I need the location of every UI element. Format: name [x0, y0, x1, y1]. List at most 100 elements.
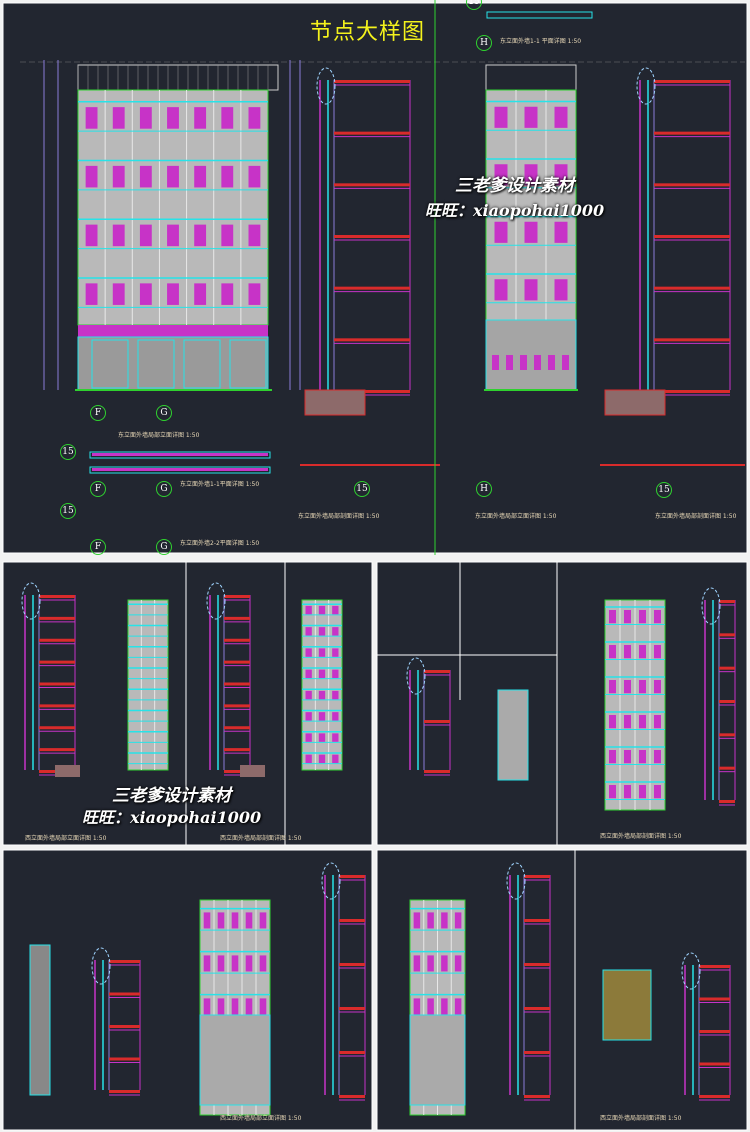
plan-wall	[89, 466, 271, 474]
magenta-box	[548, 355, 555, 370]
magenta-box	[305, 605, 312, 615]
magenta-box	[245, 955, 253, 972]
floor-slab	[699, 997, 730, 1001]
label-small-5: 西立面外墙局部剖面详图 1:50	[600, 1115, 682, 1122]
floor-slab	[654, 390, 730, 393]
door-frame	[91, 339, 129, 389]
label-plan-2-2: 东立面外墙2-2平面详图 1:50	[180, 540, 260, 547]
magenta-box	[248, 107, 261, 129]
magenta-box	[494, 106, 508, 128]
grid-bubble-g: G	[156, 405, 172, 421]
magenta-box	[221, 107, 234, 129]
plan-wall-top	[486, 11, 593, 19]
door-frame	[183, 339, 221, 389]
magenta-box	[217, 955, 225, 972]
floor-slab	[339, 875, 365, 878]
magenta-box	[454, 955, 462, 972]
floor-slab	[524, 1051, 550, 1054]
elevation-small	[497, 689, 529, 781]
storefront	[409, 1014, 466, 1106]
storefront	[199, 1014, 271, 1106]
detail-callout	[681, 952, 701, 990]
floor-slab	[654, 183, 730, 187]
label-plan-1-1: 东立面外墙1-1平面详图 1:50	[180, 481, 260, 488]
magenta-box	[524, 279, 538, 301]
magenta-box	[259, 955, 267, 972]
plan-fill	[92, 453, 268, 456]
floor-slab	[224, 595, 250, 598]
magenta-box	[112, 283, 125, 305]
magenta-box	[624, 645, 631, 659]
magenta-box	[554, 164, 568, 186]
floor-slab	[334, 80, 410, 83]
floor-slab	[524, 1007, 550, 1010]
magenta-box	[217, 912, 225, 929]
magenta-box	[221, 224, 234, 247]
sheet-panel	[2, 849, 373, 1131]
magenta-box	[494, 221, 508, 243]
floor-slab	[334, 131, 410, 135]
magenta-box	[609, 645, 616, 659]
magenta-box	[524, 221, 538, 243]
magenta-box	[139, 283, 152, 305]
floor-slab	[654, 131, 730, 135]
magenta-box	[167, 283, 179, 305]
floor-slab	[334, 390, 410, 393]
magenta-box	[454, 998, 462, 1015]
magenta-box	[654, 785, 661, 799]
storefront	[77, 336, 269, 391]
magenta-box	[221, 165, 234, 188]
floor-slab	[109, 1025, 140, 1028]
magenta-box	[318, 733, 326, 742]
magenta-box	[85, 224, 98, 247]
magenta-box	[85, 107, 98, 129]
magenta-box	[305, 690, 312, 700]
grid-bubble-15: 15	[60, 444, 76, 460]
floor-slab	[719, 733, 735, 737]
magenta-box	[639, 645, 646, 659]
magenta-box	[139, 224, 152, 247]
magenta-box	[248, 224, 261, 247]
elevation-narrow	[29, 944, 51, 1096]
magenta-box	[85, 283, 98, 305]
floor-slab	[109, 1057, 140, 1061]
floor-slab	[224, 704, 250, 708]
magenta-box	[231, 912, 239, 929]
floor-slab	[224, 770, 250, 773]
floor-slab	[109, 992, 140, 996]
magenta-box	[221, 283, 234, 305]
magenta-box	[624, 785, 631, 799]
magenta-box	[609, 750, 616, 764]
floor-slab	[699, 965, 730, 968]
grid-bubble-h: H	[476, 481, 492, 497]
magenta-box	[494, 279, 508, 301]
magenta-box	[441, 998, 448, 1015]
magenta-box	[112, 107, 125, 129]
magenta-box	[427, 998, 434, 1015]
magenta-box	[609, 680, 616, 694]
label-elevation-2: 东立面外墙局部立面详图 1:50	[475, 513, 557, 520]
floor-slab	[39, 682, 75, 686]
label-section-2: 东立面外墙局部剖面详图 1:50	[655, 513, 737, 520]
floor-slab	[334, 235, 410, 238]
grid-bubble-f: F	[90, 481, 106, 497]
magenta-box	[318, 648, 326, 657]
watermark-text: 三老爹设计素材	[112, 786, 231, 806]
magenta-box	[167, 165, 179, 188]
floor-slab	[224, 660, 250, 664]
magenta-box	[332, 733, 339, 742]
detail-callout	[406, 657, 426, 695]
floor-slab	[524, 963, 550, 966]
magenta-box	[413, 998, 421, 1015]
magenta-box	[441, 912, 448, 929]
magenta-box	[332, 605, 339, 615]
magenta-box	[639, 610, 646, 624]
floor-slab	[39, 704, 75, 708]
foundation	[304, 389, 366, 416]
magenta-box	[524, 106, 538, 128]
floor-slab	[654, 235, 730, 238]
floor-slab	[224, 682, 250, 686]
floor-slab	[39, 616, 75, 620]
foundation	[240, 765, 265, 777]
floor-slab	[224, 726, 250, 730]
